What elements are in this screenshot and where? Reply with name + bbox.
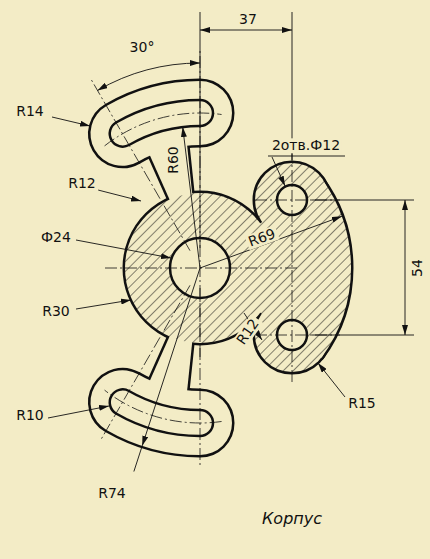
dimension-label: 2отв.Ф12 (270, 138, 342, 153)
dimension-label: R12 (233, 315, 264, 350)
housing-body (90, 81, 351, 455)
hole (170, 185, 307, 350)
dimension-label: R12 (66, 176, 98, 191)
dimension-label: R15 (346, 396, 378, 411)
dimension-label: 30° (128, 40, 157, 55)
caption: Корпус (262, 509, 322, 528)
dimension-label: 37 (237, 12, 259, 27)
dimension-label: R69 (245, 225, 280, 250)
dimension-label: R30 (40, 304, 72, 319)
dimension-label: R10 (14, 408, 46, 423)
center-line (91, 50, 340, 468)
dimension-label: R60 (166, 144, 181, 176)
dimension-label: 54 (410, 257, 425, 279)
dimension-line (48, 12, 414, 472)
dimension-label: R74 (96, 486, 128, 501)
dimension-label: R14 (14, 104, 46, 119)
dimension-label: Ф24 (39, 230, 73, 245)
